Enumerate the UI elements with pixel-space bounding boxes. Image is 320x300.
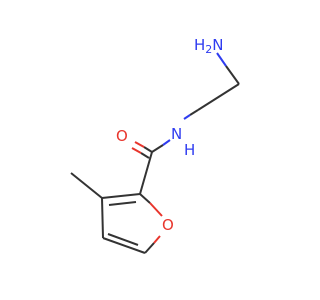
bond-c1-c2 (197, 83, 240, 111)
furan-bond-c2-o (149, 202, 163, 217)
atom-label-amide-h: H (184, 141, 195, 159)
furan-bond-c4-c3 (101, 197, 104, 239)
furan-bond-c2-o-carbon-side (139, 193, 151, 204)
bond-amide-n-carbonyl-c-carbon-side (151, 144, 164, 153)
bond-nh2-c1 (216, 52, 227, 67)
furan-bond-o-c5-carbon-side (144, 242, 155, 254)
furan-bond-c5-c4-inner (107, 233, 139, 246)
atom-label-ring-o: O (162, 216, 174, 234)
furan-bond-c5-c4 (102, 237, 146, 254)
bond-carbonyl-double-1a (143, 146, 153, 153)
bond-c2-amide-n-carbon-side (189, 109, 199, 116)
bond-carbonyl-double-2a (140, 152, 150, 159)
bond-amide-n-carbonyl-c (162, 139, 171, 146)
bond-carbonyl-double-1b (134, 141, 145, 148)
atom-label-carbonyl-o: O (116, 127, 128, 145)
atom-label-nh2: H2N (194, 36, 224, 56)
bond-c3-methyl (70, 172, 103, 199)
atom-label-amide-n: N (171, 125, 182, 143)
furan-bond-c3-c2 (101, 193, 141, 199)
bond-carbonyl-double-2b (131, 147, 142, 154)
bond-carbonyl-c-furan-c2 (139, 151, 153, 195)
molecule-structure-diagram: H2N N H O O (70, 36, 240, 254)
bond-c2-amide-n (183, 114, 191, 120)
furan-bond-c3-c2-inner (108, 201, 137, 206)
bond-nh2-c1-carbon-side (225, 65, 240, 85)
furan-bond-o-c5 (153, 235, 161, 244)
